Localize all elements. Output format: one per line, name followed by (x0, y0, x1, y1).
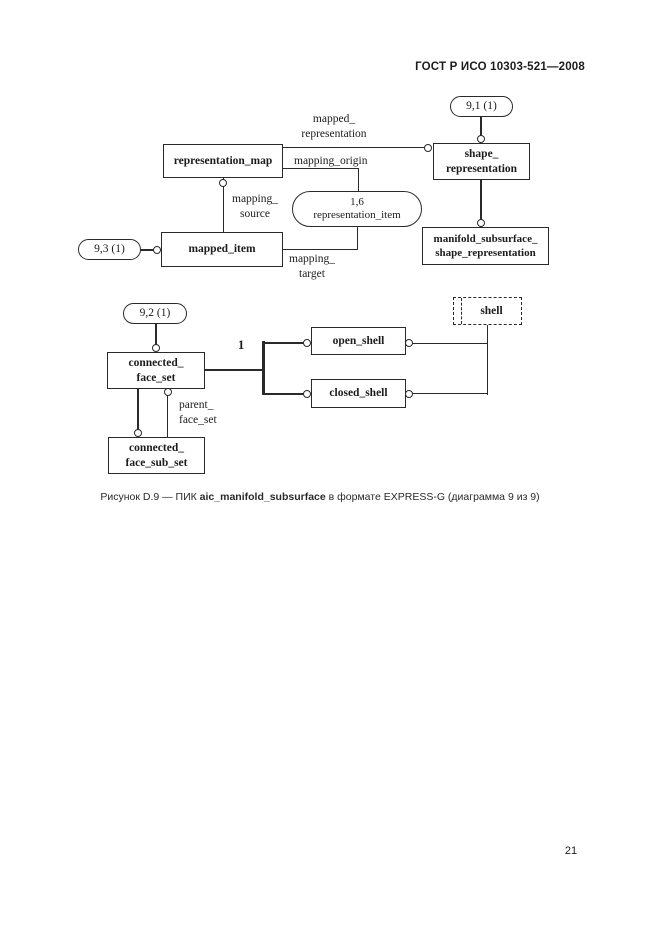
caption-suffix: в формате EXPRESS-G (диаграмма 9 из 9) (325, 491, 540, 503)
entity-label: open_shell (332, 334, 385, 347)
connector-circle-manifold-subtype (477, 219, 485, 227)
caption-schema-name: aic_manifold_subsurface (199, 491, 326, 503)
line-mapping-target-h (283, 249, 358, 251)
document-header: ГОСТ Р ИСО 10303-521—2008 (415, 61, 585, 73)
interpage-ref-1-6-representation-item: 1,6 representation_item (292, 191, 422, 227)
line-supertype-to-closed-shell (264, 392, 304, 396)
entity-closed-shell: closed_shell (311, 379, 406, 408)
label-line2: target (299, 267, 325, 280)
entity-connected-face-sub-set: connected_ face_sub_set (108, 437, 205, 474)
label-line1: mapping_ (232, 193, 278, 205)
label-line1: parent_ (179, 399, 214, 411)
line-pageref-9-3 (139, 249, 156, 251)
connector-circle-ref-9-1 (477, 135, 485, 143)
page-ref-9-2: 9,2 (1) (123, 303, 187, 324)
label-mapping-source: mapping_ source (224, 192, 286, 222)
line-mapping-origin-v (358, 168, 360, 192)
line-pageref-9-1 (480, 116, 482, 143)
line-mapping-source (222, 178, 224, 232)
entity-label-line2: shape_representation (435, 247, 536, 259)
connector-circle-ref-9-2 (152, 344, 160, 352)
entity-manifold-subsurface-shape-representation: manifold_subsurface_ shape_representatio… (422, 227, 549, 265)
line-supertype-to-open-shell (264, 341, 304, 345)
entity-label: representation_map (173, 154, 273, 167)
connector-circle-mapped-representation (424, 143, 432, 152)
label-line2: source (239, 207, 270, 220)
page-ref-label: 9,3 (1) (94, 242, 125, 255)
connector-circle-closed-shell-left (303, 390, 311, 398)
page-ref-9-3: 9,3 (1) (78, 239, 141, 260)
line-shell-select-v (487, 325, 489, 395)
page-ref-line2: representation_item (313, 209, 401, 221)
entity-label-line2: representation (445, 162, 518, 175)
label-line1: mapped_ (312, 113, 356, 125)
entity-connected-face-set: connected_ face_set (107, 352, 205, 389)
line-shell-to-open-shell (412, 342, 487, 344)
entity-label: closed_shell (329, 387, 388, 400)
figure-caption: Рисунок D.9 — ПИК aic_manifold_subsurfac… (0, 491, 640, 507)
connector-circle-open-shell-left (303, 339, 311, 347)
line-subtype-faceset-to-subset (137, 389, 139, 435)
entity-label: mapped_item (188, 243, 256, 256)
entity-open-shell: open_shell (311, 327, 406, 355)
page-number: 21 (564, 845, 578, 857)
entity-label-line1: manifold_subsurface_ (433, 232, 538, 245)
line-mapping-origin-h (283, 168, 359, 170)
page-ref-label: 9,1 (1) (466, 99, 497, 112)
line-parent-face-set (166, 391, 168, 437)
page-ref-label: 9,2 (1) (139, 306, 171, 319)
label-line1: mapping_ (289, 253, 335, 265)
label-line2: face_set (179, 413, 217, 426)
label-line2: representation (301, 127, 367, 140)
entity-label: shell (480, 304, 503, 317)
entity-label-line1: connected_ (128, 356, 184, 369)
line-shell-to-closed-shell (412, 393, 487, 395)
line-mapped-representation (283, 147, 425, 149)
page-ref-9-1: 9,1 (1) (450, 96, 513, 117)
entity-shape-representation: shape_ representation (433, 143, 530, 180)
entity-mapped-item: mapped_item (161, 232, 283, 267)
entity-label-line2: face_set (136, 371, 176, 384)
label-mapping-target: mapping_ target (282, 252, 342, 282)
line-supertype-fork (262, 341, 265, 395)
label-mapped-representation: mapped_ representation (285, 112, 383, 142)
type-shell-select: shell (453, 297, 522, 325)
connector-circle-sub-set-subtype (134, 429, 142, 437)
connector-circle-ref-9-3 (153, 246, 161, 254)
line-mapping-target-v (357, 226, 359, 250)
select-type-bar (461, 298, 462, 324)
entity-label-line1: shape_ (464, 147, 499, 160)
line-subtype-shape-to-manifold (480, 179, 482, 227)
connector-circle-parent-face-set (163, 388, 172, 396)
label-parent-face-set: parent_ face_set (179, 398, 217, 428)
label-oneof-constraint: 1 (238, 338, 245, 352)
page-ref-line1: 1,6 (350, 195, 364, 208)
connector-circle-open-shell-right (405, 339, 413, 347)
connector-circle-closed-shell-right (405, 390, 413, 398)
caption-prefix: Рисунок D.9 — ПИК (100, 491, 200, 503)
entity-label-line1: connected_ (129, 441, 184, 454)
label-mapping-origin: mapping_origin (294, 155, 368, 167)
line-supertype-trunk (205, 368, 264, 372)
entity-representation-map: representation_map (163, 144, 283, 178)
connector-circle-mapping-source (219, 178, 227, 187)
entity-label-line2: face_sub_set (125, 456, 188, 469)
line-pageref-9-2 (155, 323, 157, 350)
